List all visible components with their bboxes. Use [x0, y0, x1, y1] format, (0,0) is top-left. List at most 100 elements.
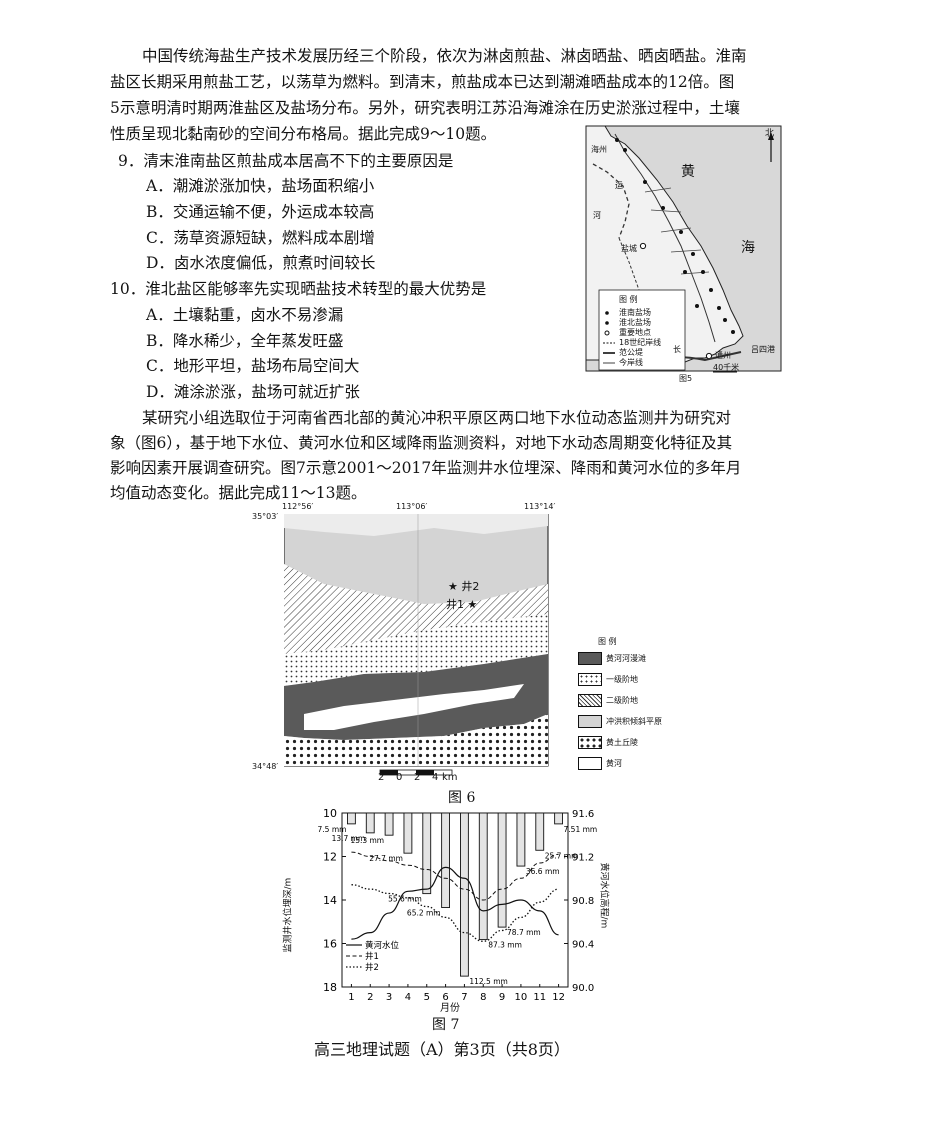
- q9-option-c: C．荡草资源短缺，燃料成本剧增: [146, 229, 375, 247]
- fig5-legend-item: 重要地点: [619, 328, 651, 337]
- fig6-well-1: 井1 ★: [446, 598, 478, 611]
- para2-line-4: 均值动态变化。据此完成11～13题。: [110, 484, 367, 502]
- chart-x-tick-label: 10: [515, 992, 528, 1003]
- chart-x-tick-label: 8: [480, 992, 486, 1003]
- fig6-legend-item: 一级阶地: [606, 675, 638, 684]
- figure-5: 北 黄 海 运 河 海州 盐城 通州 吕四港 长 图 例 淮南盐场 淮北盐场 重…: [585, 122, 785, 384]
- fig5-sea-label-1: 黄: [681, 164, 695, 180]
- chart-ylabel-left: 监测井水位埋深/m: [283, 877, 294, 953]
- fig6-legend-item: 冲洪积倾斜平原: [606, 717, 662, 726]
- chart-rain-bar: [516, 812, 526, 867]
- chart-rain-label: 87.3 mm: [488, 941, 522, 950]
- chart-xlabel: 月份: [440, 1003, 460, 1014]
- chart-rain-label: 27.7 mm: [369, 854, 403, 863]
- chart-left-tick-label: 10: [323, 807, 337, 820]
- fig6-lat-bottom: 34°48′: [252, 762, 279, 771]
- chart-x-tick-label: 2: [367, 992, 373, 1003]
- chart-left-tick-label: 18: [323, 981, 337, 994]
- chart-rain-label: 112.5 mm: [469, 977, 507, 986]
- fig5-place-lvsi: 吕四港: [751, 345, 775, 354]
- fig5-place-haizhou: 海州: [591, 145, 607, 154]
- chart-rain-bar: [478, 812, 488, 941]
- chart-x-tick-label: 6: [442, 992, 448, 1003]
- chart-x-tick-label: 9: [499, 992, 505, 1003]
- chart-plot-frame: [341, 812, 569, 988]
- q9-option-d: D．卤水浓度偏低，煎煮时间较长: [146, 254, 376, 272]
- chart-rain-label: 7.5 mm: [318, 825, 347, 834]
- fig5-river-label-1: 运: [615, 181, 623, 190]
- chart-rain-label: 65.2 mm: [407, 909, 441, 918]
- chart-series-line: [351, 884, 559, 942]
- intro-line-3: 5示意明清时期两淮盐区及盐场分布。另外，研究表明江苏沿海滩涂在历史淤涨过程中，土…: [110, 99, 740, 117]
- fig6-legend-item: 黄土丘陵: [606, 738, 638, 747]
- chart-left-tick-label: 14: [323, 894, 337, 907]
- chart-legend-label: 黄河水位: [365, 940, 400, 951]
- chart-x-tick-label: 5: [424, 992, 430, 1003]
- chart-ylabel-right: 黄河水位高程/m: [598, 862, 609, 929]
- q10-option-d: D．滩涂淤涨，盐场可就近扩张: [146, 383, 360, 401]
- q10-option-a: A．土壤黏重，卤水不易渗漏: [146, 306, 344, 324]
- fig6-lon-left: 112°56′: [282, 502, 314, 511]
- fig6-legend-swatch-terrace2: [578, 694, 602, 707]
- fig5-place-tongzhou: 通州: [715, 351, 731, 360]
- chart-x-tick-label: 12: [552, 992, 565, 1003]
- fig6-lon-mid: 113°06′: [396, 502, 428, 511]
- chart-rain-bar: [535, 812, 545, 851]
- fig6-scale-tick: 0: [396, 772, 403, 783]
- fig5-changjiang: 长: [673, 345, 681, 354]
- chart-series-line: [351, 851, 559, 901]
- fig5-legend-item: 淮南盐场: [619, 308, 651, 317]
- fig6-caption: 图 6: [448, 790, 476, 806]
- fig5-river-label-2: 河: [593, 211, 601, 220]
- fig6-legend-title: 图 例: [598, 637, 617, 646]
- figure-6: 112°56′ 113°06′ 113°14′ 35°03′ 34°48′ ★ …: [252, 500, 692, 806]
- intro-line-1: 中国传统海盐生产技术发展历经三个阶段，依次为淋卤煎盐、淋卤晒盐、晒卤晒盐。淮南: [142, 47, 747, 65]
- fig5-sea-label-2: 海: [741, 240, 755, 256]
- chart-right-tick-label: 91.2: [572, 853, 594, 864]
- intro-line-2: 盐区长期采用煎盐工艺，以荡草为燃料。到清末，煎盐成本已达到潮滩晒盐成本的12倍。…: [110, 73, 735, 91]
- chart-rain-bar: [460, 812, 469, 977]
- chart-left-tick-label: 16: [323, 938, 337, 951]
- q9-option-a: A．潮滩淤涨加快，盐场面积缩小: [146, 177, 375, 195]
- para2-line-3: 影响因素开展调查研究。图7示意2001～2017年监测井水位埋深、降雨和黄河水位…: [110, 459, 742, 477]
- chart-rain-bar: [554, 812, 563, 825]
- fig6-legend-item: 黄河: [606, 759, 622, 768]
- chart-right-tick-label: 90.0: [572, 983, 594, 994]
- fig6-well-2: ★ 井2: [448, 580, 480, 593]
- chart-x-tick-label: 1: [348, 992, 354, 1003]
- fig6-scale-tick: 2: [378, 772, 385, 783]
- chart-rain-bar: [347, 812, 356, 825]
- q9-option-b: B．交通运输不便，外运成本较高: [146, 203, 375, 221]
- q10-option-c: C．地形平坦，盐场布局空间大: [146, 357, 360, 375]
- chart-rain-bar: [422, 812, 432, 895]
- fig6-scale-unit: km: [442, 772, 458, 783]
- fig6-legend-item: 二级阶地: [606, 696, 638, 705]
- chart-left-tick-label: 12: [323, 851, 337, 864]
- q10-stem: 10．淮北盐区能够率先实现晒盐技术转型的最大优势是: [110, 280, 487, 298]
- chart-legend-label: 井2: [365, 962, 379, 973]
- chart-caption: 图 7: [432, 1017, 460, 1033]
- chart-x-tick-label: 11: [533, 992, 546, 1003]
- page-footer: 高三地理试题（A）第3页（共8页）: [314, 1040, 570, 1059]
- fig5-place-yancheng: 盐城: [621, 244, 637, 253]
- chart-right-tick-label: 91.6: [572, 809, 594, 820]
- fig6-legend-swatch-river: [578, 757, 602, 770]
- fig5-legend-title: 图 例: [619, 295, 638, 304]
- chart-rain-label: 7.51 mm: [564, 825, 598, 834]
- fig6-scale-tick: 4: [432, 772, 439, 783]
- fig5-legend-item: 18世纪岸线: [619, 338, 662, 347]
- fig5-caption: 图5: [679, 374, 693, 383]
- chart-rain-bar: [403, 812, 413, 854]
- fig6-scale-tick: 2: [414, 772, 421, 783]
- chart-rain-bar: [384, 812, 394, 836]
- chart-x-tick-label: 7: [461, 992, 467, 1003]
- chart-rain-bar: [365, 812, 375, 834]
- fig5-legend-item: 范公堤: [619, 348, 643, 357]
- chart-x-tick-label: 4: [405, 992, 411, 1003]
- chart-rain-label: 55.6 mm: [388, 895, 422, 904]
- chart-rain-label: 15.3 mm: [350, 836, 384, 845]
- chart-rain-label: 36.6 mm: [526, 867, 560, 876]
- chart-series-line: [351, 866, 559, 940]
- fig5-scale-label: 40千米: [713, 363, 740, 372]
